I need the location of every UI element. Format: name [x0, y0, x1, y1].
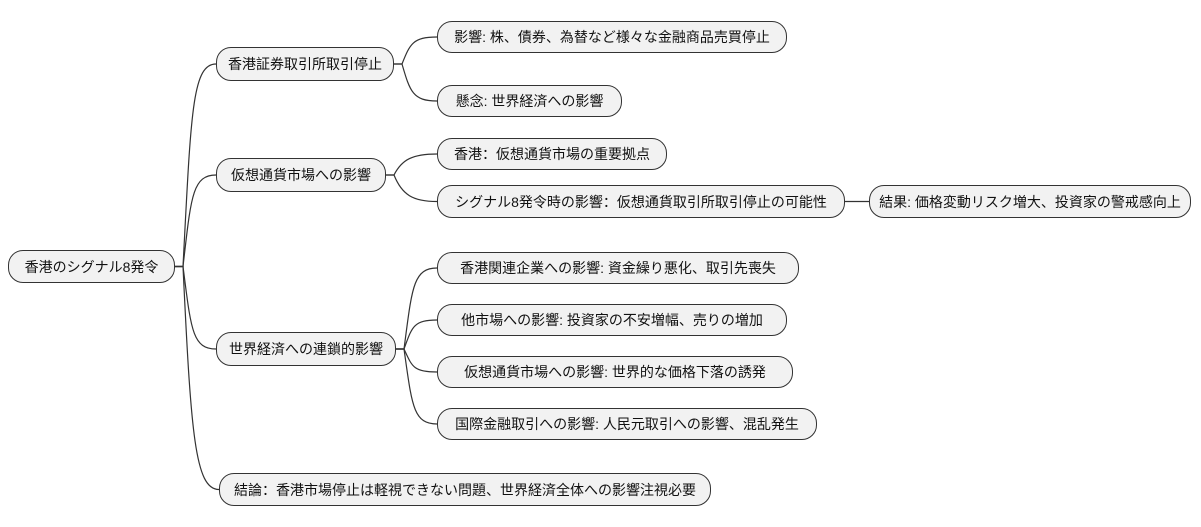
mindmap-node-g221[interactable]: 結果: 価格変動リスク増大、投資家の警戒感向上	[869, 185, 1191, 218]
edge-b3-c32	[396, 319, 438, 350]
mindmap-node-c11[interactable]: 影響: 株、債券、為替など様々な金融商品売買停止	[437, 21, 787, 53]
mindmap-node-c32[interactable]: 他市場への影響: 投資家の不安増幅、売りの増加	[437, 304, 787, 336]
edge-b1-c11	[394, 36, 438, 65]
mindmap-node-root[interactable]: 香港のシグナル8発令	[8, 250, 175, 283]
mindmap-node-c34[interactable]: 国際金融取引への影響: 人民元取引への影響、混乱発生	[437, 408, 817, 440]
edge-b2-c21	[386, 153, 438, 176]
mindmap-node-b2[interactable]: 仮想通貨市場への影響	[216, 158, 386, 192]
edge-b3-c33	[396, 348, 438, 373]
mindmap-node-b1[interactable]: 香港証券取引所取引停止	[216, 47, 394, 81]
edge-b1-c12	[394, 63, 438, 102]
edge-root-b3	[175, 265, 217, 350]
edge-b2-c22	[386, 174, 438, 203]
mindmap-node-b4[interactable]: 結論：香港市場停止は軽視できない問題、世界経済全体への影響注視必要	[219, 473, 711, 506]
mindmap-node-c31[interactable]: 香港関連企業への影響: 資金繰り悪化、取引先喪失	[437, 252, 799, 284]
mindmap-node-c21[interactable]: 香港：仮想通貨市場の重要拠点	[437, 138, 667, 170]
mindmap-node-c12[interactable]: 懸念: 世界経済への影響	[437, 85, 622, 117]
mindmap-node-b3[interactable]: 世界経済への連鎖的影響	[216, 332, 396, 366]
mindmap-node-c22[interactable]: シグナル8発令時の影響：仮想通貨取引所取引停止の可能性	[437, 185, 845, 218]
edge-root-b2	[175, 174, 217, 268]
mindmap-node-c33[interactable]: 仮想通貨市場への影響: 世界的な価格下落の誘発	[437, 356, 793, 388]
edge-root-b1	[175, 63, 217, 268]
edge-root-b4	[175, 265, 220, 491]
edge-b3-c31	[396, 267, 438, 350]
edge-b3-c34	[396, 348, 438, 425]
